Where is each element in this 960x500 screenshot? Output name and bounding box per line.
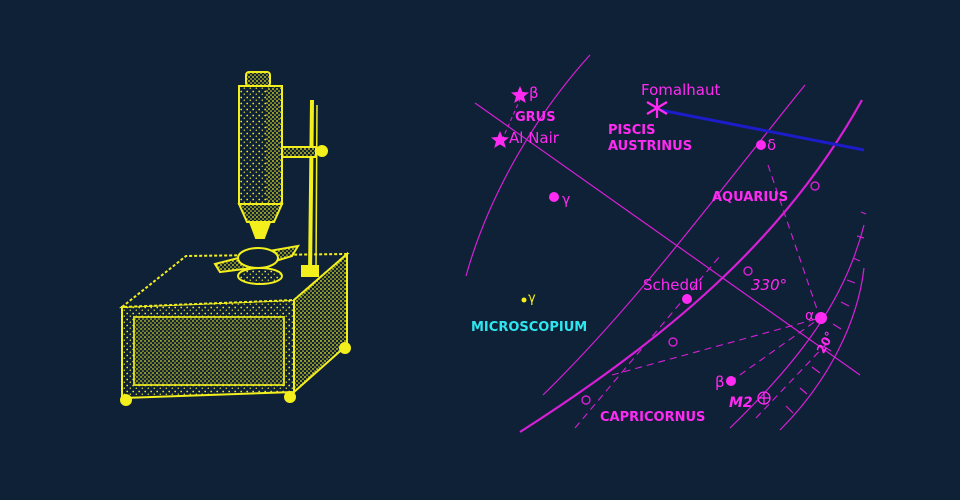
delta-label: δ [767, 136, 776, 154]
piscis-label: PISCIS [608, 123, 655, 138]
m2-marker [757, 391, 771, 405]
objective [237, 203, 284, 223]
gamma-grus-star [549, 192, 559, 202]
fomalhaut-label: Fomalhaut [641, 81, 720, 99]
grus-label: GRUS [515, 110, 556, 125]
beta-grus-star [511, 86, 529, 103]
grid-line [465, 54, 591, 277]
horizon-line [659, 108, 865, 152]
ra-330-label: 330° [751, 276, 787, 294]
box-front-panel [133, 316, 285, 386]
grid-line [779, 267, 865, 431]
grid-line [729, 224, 865, 429]
grid-line [474, 102, 861, 376]
delta-star [756, 140, 766, 150]
alpha-label: α [805, 308, 814, 324]
beta-grus-label: β [529, 84, 539, 102]
gamma-micro-label: γ [528, 291, 536, 306]
grid-line [542, 84, 806, 396]
box-foot [284, 391, 296, 403]
m2-label: M2 [729, 395, 753, 411]
austrinus-label: AUSTRINUS [608, 139, 692, 154]
alpha-star [815, 312, 827, 324]
gamma-micro-star [521, 297, 527, 303]
ra-20-label: 20° [814, 329, 837, 356]
beta-cap-star [726, 376, 736, 386]
al-nair-star [491, 131, 509, 148]
microscopium-label: MICROSCOPIUM [471, 320, 587, 335]
tube-cap [245, 71, 271, 87]
ecliptic-marker [743, 266, 753, 276]
box-foot [339, 342, 351, 354]
ecliptic-marker [810, 181, 820, 191]
al-nair-label: Al Nair [509, 129, 560, 147]
stage-base [237, 267, 283, 285]
border-line [755, 339, 831, 419]
pillar-base [301, 265, 319, 277]
scale-ticks [785, 211, 867, 414]
aquarius-label: AQUARIUS [712, 190, 788, 205]
pillar [308, 99, 314, 276]
ecliptic-marker [581, 395, 591, 405]
ecliptic [519, 99, 863, 433]
border-line [729, 317, 821, 383]
fomalhaut-star [646, 98, 668, 118]
border-line [501, 94, 523, 141]
ecliptic-marker [668, 337, 678, 347]
scheddi-label: Scheddi [643, 276, 703, 294]
box-foot [120, 394, 132, 406]
stage-clip [237, 247, 279, 269]
capricornus-label: CAPRICORNUS [600, 410, 705, 425]
microscope-drawing [118, 71, 351, 406]
border-line [767, 164, 821, 319]
scheddi-star [682, 294, 692, 304]
border-line [574, 255, 721, 429]
gamma-grus-label: γ [562, 192, 570, 208]
star-chart: Fomalhaut β GRUS Al Nair PISCIS AUSTRINU… [465, 54, 867, 433]
beta-cap-label: β [715, 373, 725, 391]
